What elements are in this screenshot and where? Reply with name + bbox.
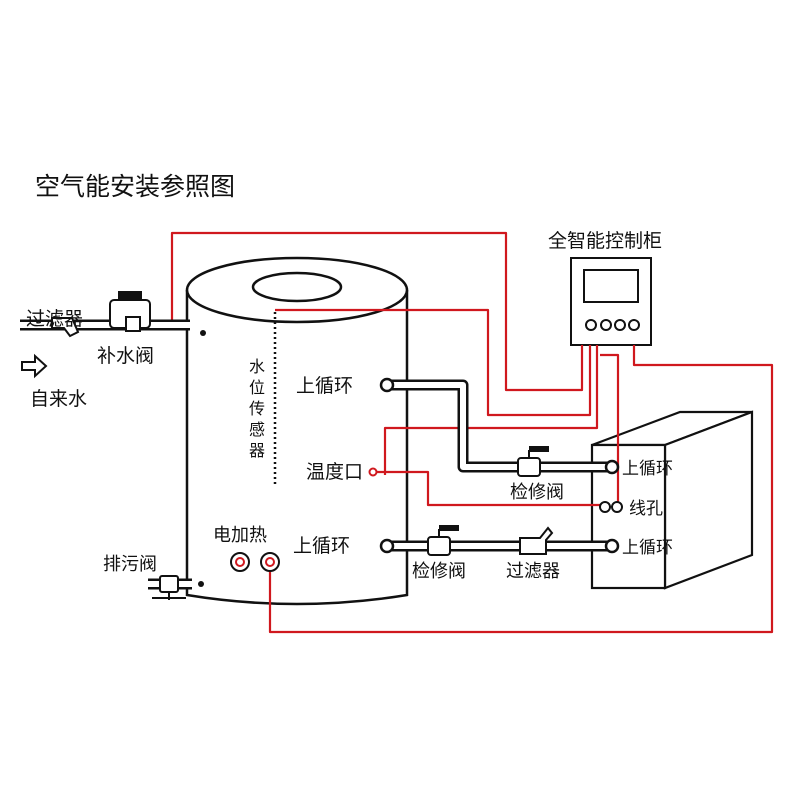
- y-strainer-icon: [519, 526, 554, 555]
- temp-port-dot: [368, 467, 378, 477]
- ball-valve-icon: [517, 446, 549, 477]
- label-upper-loop-tank: 上循环: [296, 375, 353, 397]
- wire-electric-heat: [268, 345, 774, 634]
- wire-hole-1: [599, 501, 611, 513]
- svg-text:传: 传: [249, 399, 265, 418]
- electric-heater-terminals: [230, 552, 280, 572]
- svg-text:感: 感: [249, 420, 265, 439]
- wire-hole-b: [373, 470, 604, 507]
- label-tap-water: 自来水: [30, 388, 87, 410]
- label-lower-loop-tank: 上循环: [293, 535, 350, 557]
- drain-outlet-dot: [198, 581, 204, 587]
- svg-text:位: 位: [249, 378, 265, 397]
- controller-button-2: [600, 319, 612, 331]
- label-temp-port: 温度口: [306, 461, 363, 483]
- label-service-valve-bottom: 检修阀: [412, 561, 466, 582]
- wire-hole-2: [611, 501, 623, 513]
- label-filter-left: 过滤器: [26, 308, 83, 330]
- makeup-inlet-dot: [200, 330, 206, 336]
- controller-button-1: [585, 319, 597, 331]
- controller-button-4: [628, 319, 640, 331]
- tank-inlet-opening: [251, 271, 343, 303]
- label-electric-heat: 电加热: [213, 525, 267, 546]
- y-strainer-icon: [51, 317, 80, 338]
- makeup-valve-icon: [109, 291, 151, 332]
- label-wire-hole: 线孔: [629, 499, 663, 519]
- label-level-sensor: 水 位 传 感 器: [249, 357, 265, 460]
- control-wires: [160, 231, 774, 634]
- wire-hole-a: [600, 353, 620, 505]
- controller-button-3: [614, 319, 626, 331]
- diagram-title: 空气能安装参照图: [35, 172, 235, 201]
- label-makeup-valve: 补水阀: [97, 345, 154, 367]
- wire-level-sensor: [275, 308, 592, 417]
- svg-text:器: 器: [249, 441, 265, 460]
- controller-cabinet: [570, 257, 652, 346]
- pipe-connectors: [198, 330, 623, 587]
- heat-pump-unit: [590, 410, 754, 590]
- wire-temp-sensor: [383, 345, 599, 475]
- label-filter-bottom: 过滤器: [506, 561, 560, 582]
- drain-valve-icon: [152, 575, 186, 600]
- label-drain-valve: 排污阀: [103, 554, 157, 575]
- water-tank: [185, 256, 409, 606]
- label-controller: 全智能控制柜: [548, 230, 662, 252]
- label-unit-upper-loop-2: 上循环: [622, 538, 673, 558]
- label-unit-upper-loop-1: 上循环: [622, 459, 673, 479]
- ball-valve-icon: [427, 525, 459, 556]
- controller-display: [583, 269, 639, 303]
- arrow-right-outline-icon: [21, 353, 48, 379]
- label-service-valve-top: 检修阀: [510, 482, 564, 503]
- svg-text:水: 水: [249, 357, 265, 376]
